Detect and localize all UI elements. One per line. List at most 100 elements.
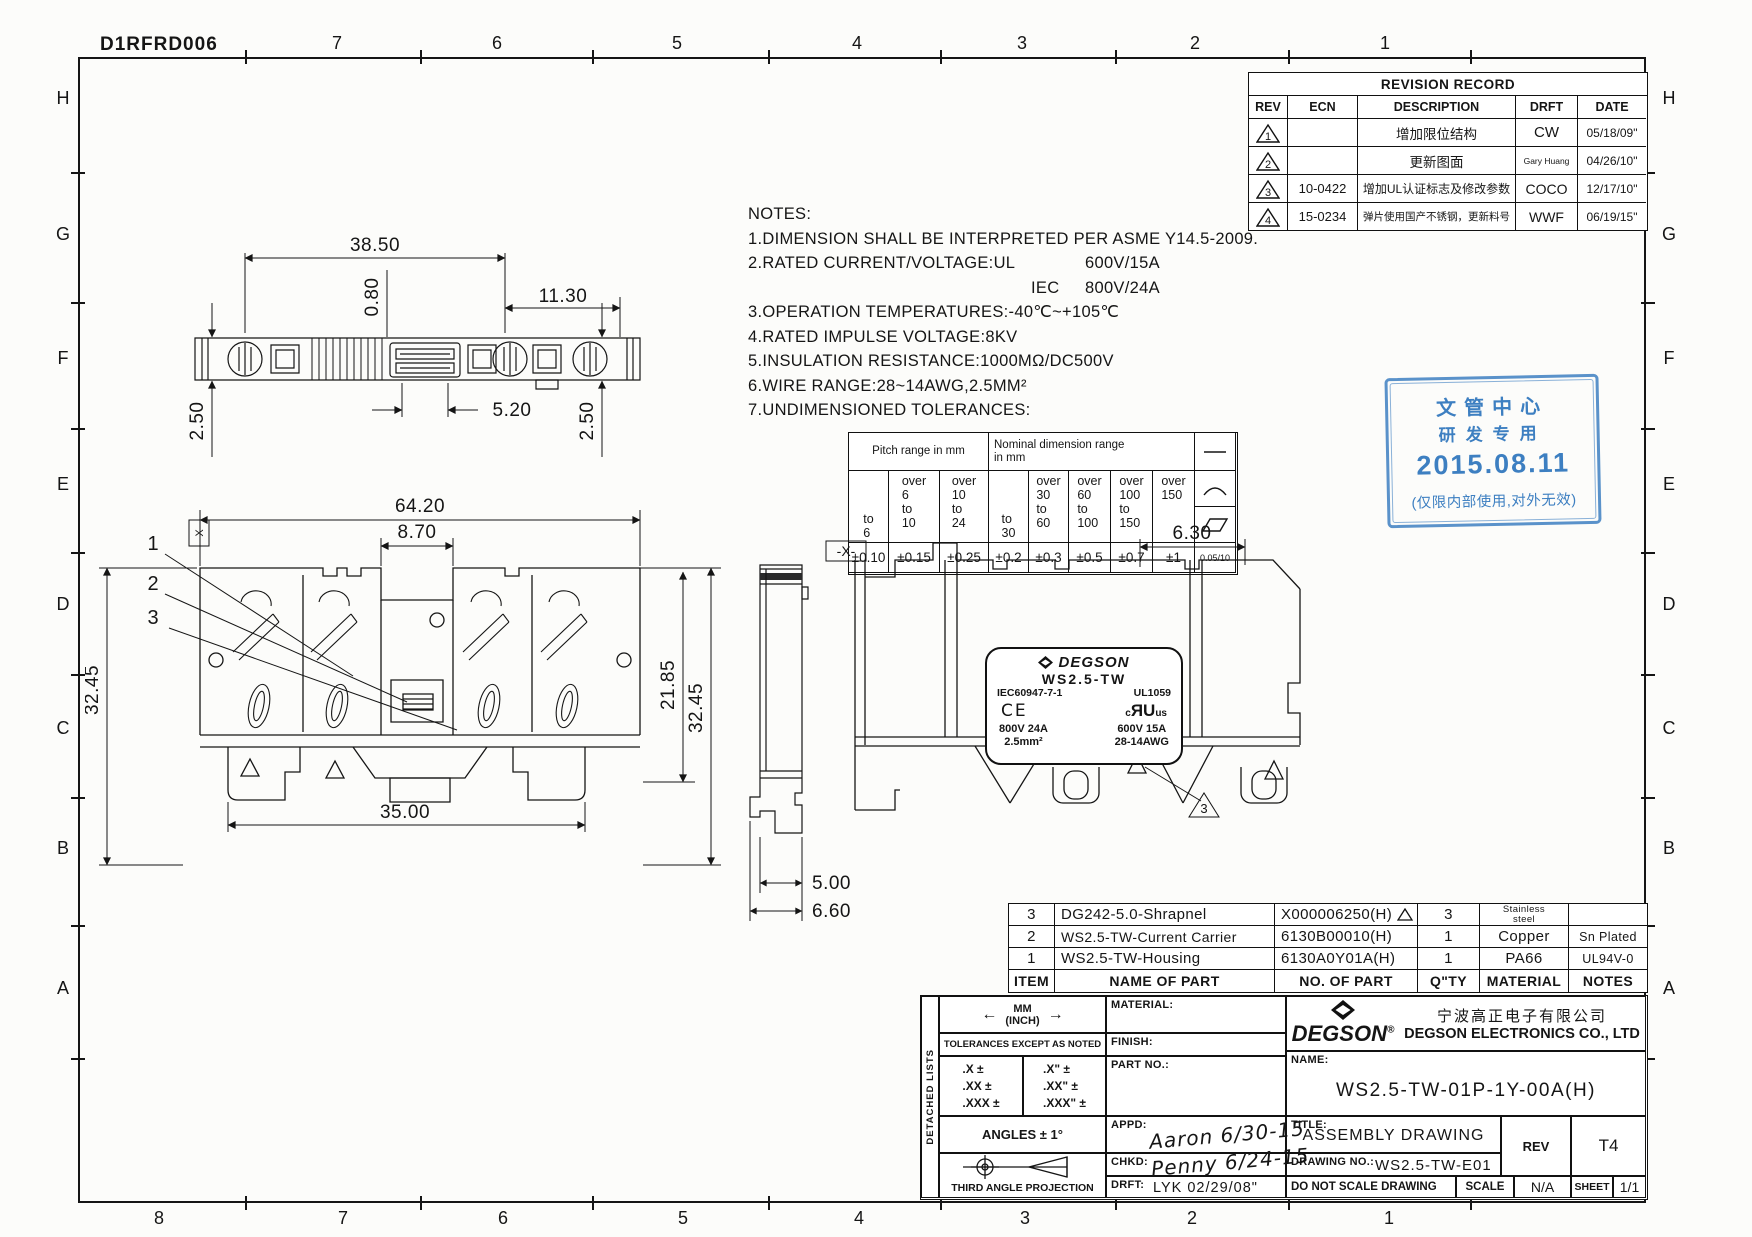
notes-title: NOTES: [748, 205, 812, 223]
zone-tick [1288, 1196, 1290, 1210]
chkd-cell: CHKD: Penny 6/24-15 [1106, 1143, 1310, 1181]
scale-label-cell: SCALE [1456, 1176, 1514, 1198]
revision-row: 3 10-0422 增加UL认证标志及修改参数 COCO 12/17/10" [1249, 174, 1647, 202]
zone-col-label: 3 [1016, 33, 1027, 53]
revision-triangle-icon: 1 [1256, 123, 1280, 143]
top-view-drawing: 38.50 0.80 11.30 5.20 2.50 2.50 [187, 235, 670, 525]
rating-right: 600V 15A 28-14AWG [1114, 723, 1169, 748]
zone-col-label: 1 [1379, 33, 1390, 53]
label-certs: IEC60947-7-1 UL1059 [987, 687, 1181, 699]
zone-col-label: 1 [1383, 1208, 1394, 1228]
degson-logo-icon [1038, 656, 1054, 669]
sheet-value-cell: 1/1 [1613, 1176, 1646, 1198]
label-brand-row: DEGSON [987, 654, 1181, 671]
material-cell: MATERIAL: [1106, 996, 1286, 1033]
svg-text:2: 2 [1265, 159, 1271, 171]
spring-clamps [233, 591, 587, 730]
degson-logo-icon [1331, 1000, 1355, 1020]
callout-1: 1 [147, 533, 158, 555]
zone-tick [940, 1196, 942, 1210]
dim-height-left: 32.45 [85, 665, 103, 715]
company-cell: DEGSON® 宁波高正电子有限公司 DEGSON ELECTRONICS CO… [1286, 996, 1646, 1051]
note-line: 7.UNDIMENSIONED TOLERANCES: [748, 401, 1031, 419]
ce-mark-icon: CE [1001, 701, 1028, 721]
sheet-doc-number: D1RFRD006 [100, 34, 218, 55]
zone-tick [1288, 50, 1290, 64]
zone-tick [1470, 1196, 1472, 1210]
note-line: 4.RATED IMPULSE VOLTAGE:8KV [748, 327, 1018, 346]
zone-col-label: 4 [853, 1208, 864, 1228]
end-view-dimensions [1140, 539, 1245, 817]
dim-height-right: 32.45 [686, 683, 707, 733]
zone-row-label: C [56, 718, 70, 738]
label-model: WS2.5-TW [1041, 671, 1127, 687]
zone-col-label: 6 [497, 1208, 508, 1228]
zone-row-label: D [56, 594, 70, 614]
dim-base-width: 35.00 [380, 802, 430, 823]
straightness-icon [1195, 433, 1236, 471]
zone-tick [1470, 50, 1472, 64]
terminal-strip-outline [195, 338, 640, 389]
tolerance-value: 0.05/10 [1195, 543, 1236, 573]
revision-triangle-icon [1397, 908, 1413, 921]
front-view-dimensions [99, 510, 721, 865]
zone-row-label: E [1662, 474, 1675, 494]
range-cell: to 30 [989, 471, 1029, 543]
zone-col-label: 7 [331, 33, 342, 53]
dim-end-right: 2.50 [577, 402, 598, 441]
revision-record-table: REVISION RECORD REV ECN DESCRIPTION DRFT… [1248, 72, 1648, 231]
dim-width: 38.50 [350, 235, 400, 256]
top-view-dimensions [208, 253, 620, 457]
degson-logo: DEGSON® [1287, 1000, 1399, 1047]
zone-tick [1115, 50, 1117, 64]
zone-tick [1641, 428, 1655, 430]
detached-lists-strip: DETACHED LISTS [921, 996, 939, 1198]
zone-tick [71, 797, 85, 799]
approval-stamp: 文管中心 研发专用 2015.08.11 (仅限内部使用,对外无效) [1384, 373, 1602, 529]
zone-tick [245, 50, 247, 64]
zone-tick [1115, 1196, 1117, 1210]
housing-outline [200, 568, 640, 802]
dim-channel: 8.70 [398, 522, 437, 543]
sheet-border [78, 57, 1646, 1203]
label-ratings: 800V 24A 2.5mm² 600V 15A 28-14AWG [987, 723, 1181, 749]
zone-col-label: 7 [337, 1208, 348, 1228]
zone-tick [71, 428, 85, 430]
zone-row-label: B [56, 838, 69, 858]
rev-label-cell: REV [1501, 1116, 1571, 1176]
revision-callout-3: 3 [1200, 801, 1207, 816]
name-cell: NAME: WS2.5-TW-01P-1Y-00A(H) [1286, 1051, 1646, 1116]
front-view-drawing: 64.20 8.70 -X- 32.45 21.85 32.45 35.00 1… [85, 496, 730, 880]
arc-icon [1195, 471, 1236, 507]
arrow-left-icon: ← [981, 1005, 998, 1023]
zone-tick [71, 674, 85, 676]
zone-tick [592, 50, 594, 64]
part-no-cell: PART NO.: [1106, 1056, 1286, 1116]
drawing-no-value: WS2.5-TW-E01 [1375, 1157, 1492, 1174]
range-cell: over 10 to 24 [940, 471, 989, 543]
zone-tick [71, 925, 85, 927]
zone-col-label: 5 [677, 1208, 688, 1228]
note-line: 6.WIRE RANGE:28~14AWG,2.5MM² [748, 376, 1027, 395]
ul-recognized-icon: cЯUus [1125, 701, 1167, 720]
drawing-no-cell: DRAWING NO.: WS2.5-TW-E01 [1286, 1153, 1501, 1176]
zone-col-label: 4 [851, 33, 862, 53]
projection-cell: THIRD ANGLE PROJECTION [939, 1153, 1106, 1198]
zone-tick [592, 1196, 594, 1210]
profile-outline [750, 565, 808, 833]
revision-table-title: REVISION RECORD [1249, 73, 1647, 96]
finish-cell: FINISH: [1106, 1033, 1286, 1056]
zone-row-label: E [56, 474, 69, 494]
zone-tick [71, 552, 85, 554]
zone-tick [1641, 674, 1655, 676]
zone-tick [1641, 1058, 1655, 1060]
nominal-range-header: Nominal dimension range in mm [989, 433, 1195, 471]
dim-end-left: 2.50 [187, 402, 208, 441]
range-cell: to 6 [849, 471, 889, 543]
dim-pitch: 11.30 [539, 286, 588, 307]
zone-col-label: 5 [671, 33, 682, 53]
dim-height-inner: 21.85 [658, 660, 679, 710]
product-label: DEGSON WS2.5-TW IEC60947-7-1 UL1059 CE c… [985, 647, 1183, 765]
zone-row-label: A [1662, 978, 1675, 998]
